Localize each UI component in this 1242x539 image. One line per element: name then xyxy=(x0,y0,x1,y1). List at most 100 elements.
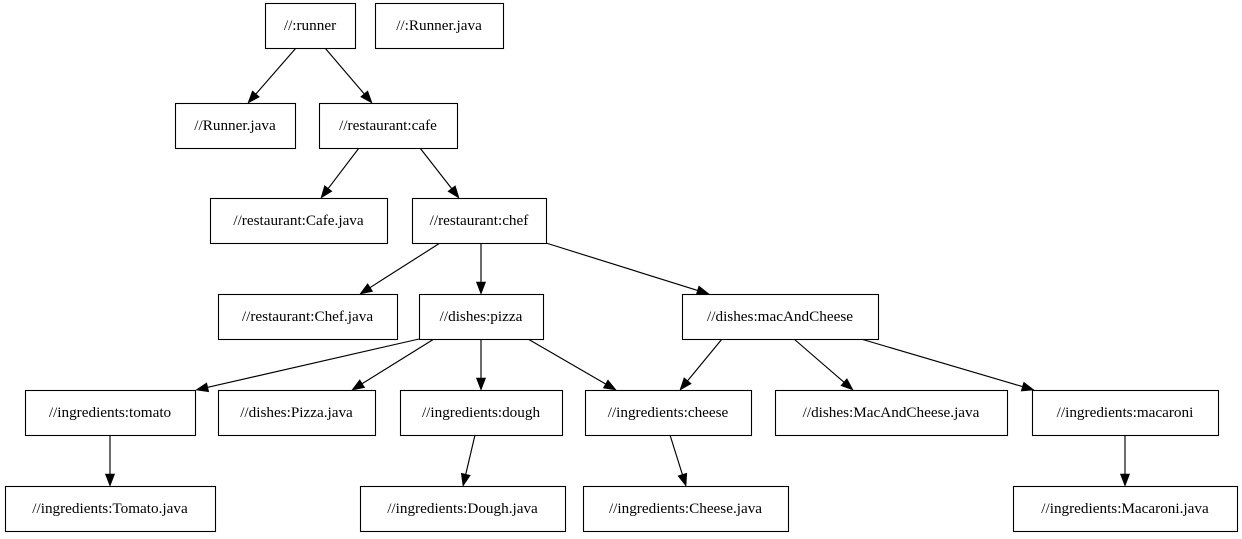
graph-node-CheeseJava[interactable]: //ingredients:Cheese.java xyxy=(582,485,790,533)
graph-edge xyxy=(793,338,854,391)
node-box[interactable] xyxy=(399,389,564,437)
graph-node-cheese[interactable]: //ingredients:cheese xyxy=(584,389,753,437)
graph-node-dough[interactable]: //ingredients:dough xyxy=(399,389,564,437)
graph-node-macAndCheese[interactable]: //dishes:macAndCheese xyxy=(681,293,880,341)
graph-node-ChefJava[interactable]: //restaurant:Chef.java xyxy=(217,293,399,341)
edge-arrowhead xyxy=(695,285,710,296)
graph-edge xyxy=(527,338,617,391)
edge-arrowhead xyxy=(447,185,460,199)
edge-arrowhead xyxy=(104,473,116,487)
graph-node-TomatoJava[interactable]: //ingredients:Tomato.java xyxy=(4,485,217,533)
node-box[interactable] xyxy=(411,197,548,245)
edge-line xyxy=(361,338,435,385)
edge-arrowhead xyxy=(460,472,471,487)
graph-node-MacAndCheeseJava[interactable]: //dishes:MacAndCheese.java xyxy=(774,389,1009,437)
graph-edge xyxy=(669,434,688,487)
node-box[interactable] xyxy=(24,389,197,437)
node-box[interactable] xyxy=(359,485,567,533)
edge-line xyxy=(327,147,360,189)
node-box[interactable] xyxy=(1012,485,1239,533)
graph-edge xyxy=(324,47,373,104)
node-box[interactable] xyxy=(209,197,389,245)
node-box[interactable] xyxy=(418,293,545,341)
node-box[interactable] xyxy=(174,102,297,150)
node-label: //ingredients:dough xyxy=(422,404,541,421)
edge-arrowhead xyxy=(475,281,487,295)
node-box[interactable] xyxy=(1031,389,1220,437)
edge-line xyxy=(369,242,441,289)
graph-edge xyxy=(359,242,441,295)
nodes-layer: //:runner //:Runner.java //Runner.java //re… xyxy=(4,2,1239,533)
graph-edge xyxy=(1119,435,1131,487)
graph-node-CafeJava[interactable]: //restaurant:Cafe.java xyxy=(209,197,389,245)
graph-edge xyxy=(475,339,487,391)
graph-edge xyxy=(104,435,116,487)
graph-edge xyxy=(351,338,435,391)
edge-arrowhead xyxy=(677,472,688,487)
node-label: //ingredients:cheese xyxy=(608,404,729,421)
graph-node-chef[interactable]: //restaurant:chef xyxy=(411,197,548,245)
edge-arrowhead xyxy=(359,283,374,295)
node-label: //ingredients:Tomato.java xyxy=(32,500,188,517)
graph-node-tomato[interactable]: //ingredients:tomato xyxy=(24,389,197,437)
edge-line xyxy=(793,338,845,383)
node-label: //dishes:pizza xyxy=(440,308,523,325)
edge-arrowhead xyxy=(351,379,366,391)
graph-node-runner[interactable]: //:runner xyxy=(264,2,357,50)
node-label: //ingredients:macaroni xyxy=(1057,404,1194,421)
node-box[interactable] xyxy=(681,293,880,341)
edge-arrowhead xyxy=(360,90,373,104)
graph-edge xyxy=(475,243,487,295)
graph-node-macaroni[interactable]: //ingredients:macaroni xyxy=(1031,389,1220,437)
edge-arrowhead xyxy=(840,378,854,391)
graph-node-RunnerJavaRoot[interactable]: //:Runner.java xyxy=(374,2,505,50)
edge-line xyxy=(465,434,476,475)
graph-node-pizza[interactable]: //dishes:pizza xyxy=(418,293,545,341)
node-label: //dishes:Pizza.java xyxy=(240,404,353,421)
edge-line xyxy=(545,242,698,291)
edges-layer xyxy=(104,47,1131,487)
node-label: //ingredients:Cheese.java xyxy=(609,500,762,517)
node-box[interactable] xyxy=(374,2,505,50)
edge-line xyxy=(207,338,420,388)
node-box[interactable] xyxy=(217,389,377,437)
node-label: //Runner.java xyxy=(194,117,276,134)
node-label: //restaurant:cafe xyxy=(339,117,437,134)
node-box[interactable] xyxy=(217,293,399,341)
edge-arrowhead xyxy=(602,379,617,391)
graph-node-DoughJava[interactable]: //ingredients:Dough.java xyxy=(359,485,567,533)
node-label: //:Runner.java xyxy=(396,17,482,34)
edge-line xyxy=(527,338,606,385)
node-box[interactable] xyxy=(582,485,790,533)
edge-arrowhead xyxy=(679,377,692,391)
graph-edge xyxy=(545,242,710,296)
edge-arrowhead xyxy=(195,382,210,393)
node-label: //ingredients:Macaroni.java xyxy=(1041,500,1209,517)
graph-edge xyxy=(195,338,420,393)
node-box[interactable] xyxy=(4,485,217,533)
graph-node-MacaroniJava[interactable]: //ingredients:Macaroni.java xyxy=(1012,485,1239,533)
graph-node-RunnerJava[interactable]: //Runner.java xyxy=(174,102,297,150)
edge-arrowhead xyxy=(1119,473,1131,487)
edge-line xyxy=(669,434,683,475)
edge-line xyxy=(860,338,1023,388)
node-box[interactable] xyxy=(774,389,1009,437)
edge-line xyxy=(324,47,365,95)
graph-edge xyxy=(247,47,297,104)
edge-arrowhead xyxy=(1020,381,1035,392)
node-label: //:runner xyxy=(284,17,336,34)
node-box[interactable] xyxy=(318,102,459,150)
edge-arrowhead xyxy=(320,185,333,199)
graph-edge xyxy=(679,338,723,391)
node-label: //dishes:MacAndCheese.java xyxy=(803,404,980,421)
node-box[interactable] xyxy=(264,2,357,50)
graph-node-cafe[interactable]: //restaurant:cafe xyxy=(318,102,459,150)
graph-node-PizzaJava[interactable]: //dishes:Pizza.java xyxy=(217,389,377,437)
edge-arrowhead xyxy=(475,377,487,391)
node-box[interactable] xyxy=(584,389,753,437)
graph-edge xyxy=(320,147,360,199)
graph-edge xyxy=(860,338,1035,392)
node-label: //restaurant:chef xyxy=(430,212,530,229)
